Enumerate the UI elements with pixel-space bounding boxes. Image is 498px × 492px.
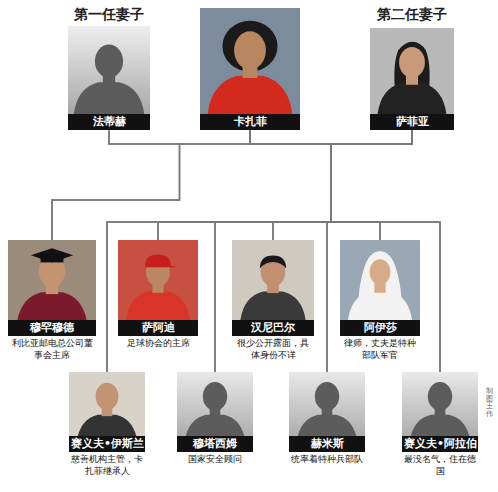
parent-card: 卡扎菲 — [200, 8, 300, 130]
family-line — [158, 130, 331, 240]
mortarboard — [31, 248, 73, 262]
person-name: 赫米斯 — [289, 436, 365, 452]
person-name: 萨菲亚 — [370, 114, 454, 130]
child-card: 赛义夫•伊斯兰慈善机构主管，卡扎菲继承人 — [69, 372, 145, 478]
family-line — [250, 130, 380, 240]
child-card: 穆塔西姆国家安全顾问 — [177, 372, 253, 467]
child-card: 汉尼巴尔很少公开露面，具体身份不详 — [232, 240, 314, 362]
silhouette-head — [315, 382, 339, 411]
portrait-ground — [232, 240, 314, 320]
family-line — [273, 130, 412, 240]
family-line — [109, 130, 250, 144]
person-name: 穆塔西姆 — [177, 436, 253, 452]
portrait — [118, 240, 198, 320]
family-line — [52, 130, 250, 240]
silhouette-body — [74, 82, 144, 114]
person-name: 赛义夫•伊斯兰 — [69, 436, 145, 452]
person-name: 法蒂赫 — [68, 114, 150, 130]
portrait-head — [399, 47, 425, 78]
child-card: 阿伊莎律师，丈夫是特种部队军官 — [340, 240, 420, 362]
portrait — [69, 372, 145, 436]
person-note: 统率着特种兵部队 — [289, 452, 365, 466]
portrait-head — [234, 31, 266, 69]
portrait — [8, 240, 96, 320]
portrait-body — [126, 291, 190, 320]
silhouette-head — [428, 382, 452, 411]
portrait-body — [240, 291, 306, 320]
portrait-ground — [200, 8, 300, 114]
person-note: 很少公开露面，具体身份不详 — [232, 336, 314, 362]
person-note: 律师，丈夫是特种部队军官 — [340, 336, 420, 362]
portrait-ground — [402, 372, 478, 436]
spouse-heading: 第一任妻子 — [60, 6, 158, 24]
hair — [394, 42, 429, 88]
portrait-body — [77, 415, 138, 436]
child-card: 赫米斯统率着特种兵部队 — [289, 372, 365, 467]
silhouette-head — [95, 44, 123, 77]
portrait — [200, 8, 300, 114]
person-name: 阿伊莎 — [340, 320, 420, 336]
family-line — [250, 130, 331, 240]
portrait-ground — [340, 240, 420, 320]
portrait — [232, 240, 314, 320]
parent-card: 法蒂赫 — [68, 26, 150, 130]
person-note: 最没名气，住在德国 — [402, 452, 478, 478]
silhouette-body — [410, 415, 471, 436]
portrait-ground — [118, 240, 198, 320]
portrait-ground — [370, 28, 454, 114]
person-note: 国家安全顾问 — [177, 452, 253, 466]
portrait-body — [348, 291, 412, 320]
person-name: 汉尼巴尔 — [232, 320, 314, 336]
portrait — [289, 372, 365, 436]
credit-note: 制图 王伟 — [486, 388, 493, 419]
family-line — [250, 130, 412, 144]
person-name: 穆罕穆德 — [8, 320, 96, 336]
child-card: 萨阿迪足球协会的主席 — [118, 240, 198, 351]
portrait — [177, 372, 253, 436]
portrait-ground — [8, 240, 96, 320]
family-line — [52, 130, 180, 240]
hair — [222, 21, 277, 72]
parent-card: 萨菲亚 — [370, 28, 454, 130]
portrait-body — [378, 83, 447, 114]
portrait-ground — [69, 372, 145, 436]
spouse-heading: 第二任妻子 — [362, 6, 462, 24]
portrait-head — [96, 383, 119, 410]
family-line — [158, 130, 412, 240]
person-name: 赛义夫•阿拉伯 — [402, 436, 478, 452]
portrait-head — [39, 255, 65, 287]
person-note: 慈善机构主管，卡扎菲继承人 — [69, 452, 145, 478]
portrait-body — [17, 292, 87, 320]
family-line — [331, 130, 440, 372]
portrait-body — [208, 76, 293, 114]
portrait-ground — [177, 372, 253, 436]
family-line — [331, 130, 412, 240]
family-line — [107, 130, 331, 372]
portrait-ground — [68, 26, 150, 114]
portrait — [370, 28, 454, 114]
silhouette-body — [297, 415, 358, 436]
child-card: 赛义夫•阿拉伯最没名气，住在德国 — [402, 372, 478, 478]
cap — [145, 254, 177, 267]
portrait — [402, 372, 478, 436]
portrait — [68, 26, 150, 114]
mortarboard-band — [41, 257, 64, 262]
person-name: 萨阿迪 — [118, 320, 198, 336]
portrait-ground — [289, 372, 365, 436]
portrait-head — [370, 259, 391, 285]
silhouette-body — [185, 415, 246, 436]
silhouette-head — [203, 382, 227, 411]
person-name: 卡扎菲 — [200, 114, 300, 130]
portrait — [340, 240, 420, 320]
person-note: 足球协会的主席 — [118, 336, 198, 350]
person-note: 利比亚邮电总公司董事会主席 — [8, 336, 96, 362]
child-card: 穆罕穆德利比亚邮电总公司董事会主席 — [8, 240, 96, 362]
family-line — [215, 130, 331, 372]
hair — [260, 255, 286, 268]
